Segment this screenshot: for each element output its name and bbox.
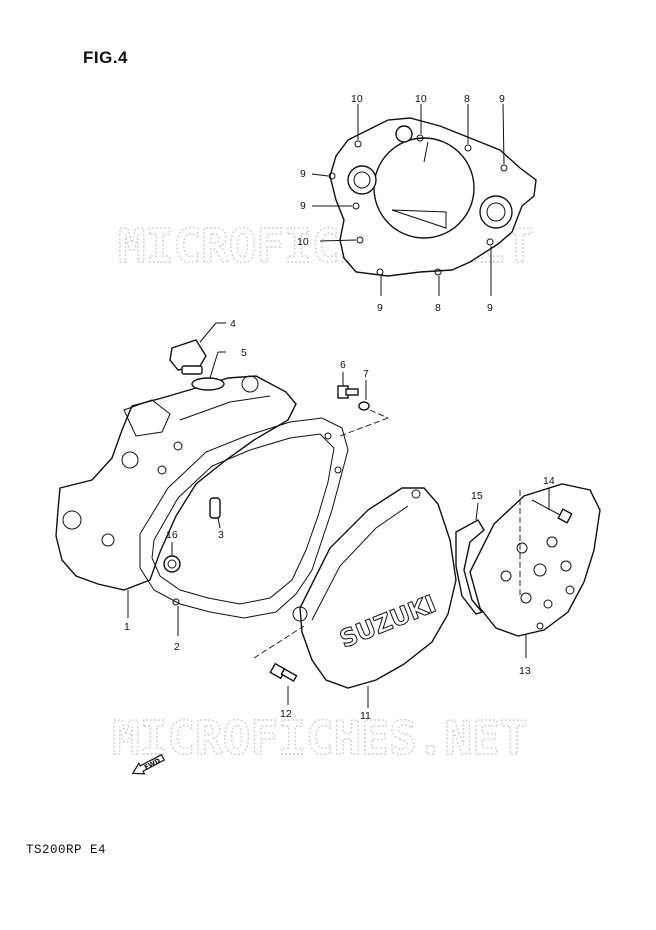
sprocket-bracket-part: [455, 519, 485, 615]
callout-14: 14: [543, 475, 555, 487]
crankcase-part: [55, 375, 297, 591]
callout-12: 12: [280, 708, 292, 720]
callout-3: 3: [218, 529, 224, 541]
sprocket-bolt-part: [531, 499, 573, 524]
callout-1: 1: [124, 621, 130, 633]
callout-5: 5: [241, 347, 247, 359]
callout-9-bottom-left: 9: [377, 302, 383, 314]
cover-bolt-part: [269, 662, 298, 683]
figure-title: FIG.4: [83, 48, 129, 67]
bolt-part: [337, 385, 359, 399]
callout-11: 11: [360, 710, 371, 722]
callout-10-left-lower: 10: [297, 236, 309, 248]
callout-15: 15: [471, 490, 483, 502]
model-code-label: TS200RP E4: [26, 843, 107, 857]
callout-8-bottom: 8: [435, 302, 441, 314]
callout-7: 7: [363, 368, 369, 380]
callout-10-top-mid: 10: [415, 93, 427, 105]
oil-plug-part: [163, 555, 181, 573]
callout-10-top-left: 10: [351, 93, 363, 105]
watermark-bottom: MICROFICHES.NET: [112, 711, 527, 765]
callout-9-top-right: 9: [499, 93, 505, 105]
callout-9-left-mid: 9: [300, 200, 306, 212]
callout-6: 6: [340, 359, 346, 371]
sprocket-cover-part: [469, 483, 601, 637]
callout-9-bottom-right: 9: [487, 302, 493, 314]
o-ring-part: [191, 377, 225, 391]
inner-cover-assembly: [328, 117, 537, 277]
washer-part: [358, 401, 370, 411]
callout-8-top: 8: [464, 93, 470, 105]
callout-9-left-upper: 9: [300, 168, 306, 180]
callout-2: 2: [174, 641, 180, 653]
filler-cap-part: [169, 339, 207, 375]
gasket-part: [139, 417, 349, 619]
dowel-pin-part: [209, 497, 221, 519]
callout-13: 13: [519, 665, 531, 677]
magneto-cover-part: [292, 487, 457, 689]
callout-16: 16: [166, 529, 178, 541]
callout-4: 4: [230, 318, 236, 330]
